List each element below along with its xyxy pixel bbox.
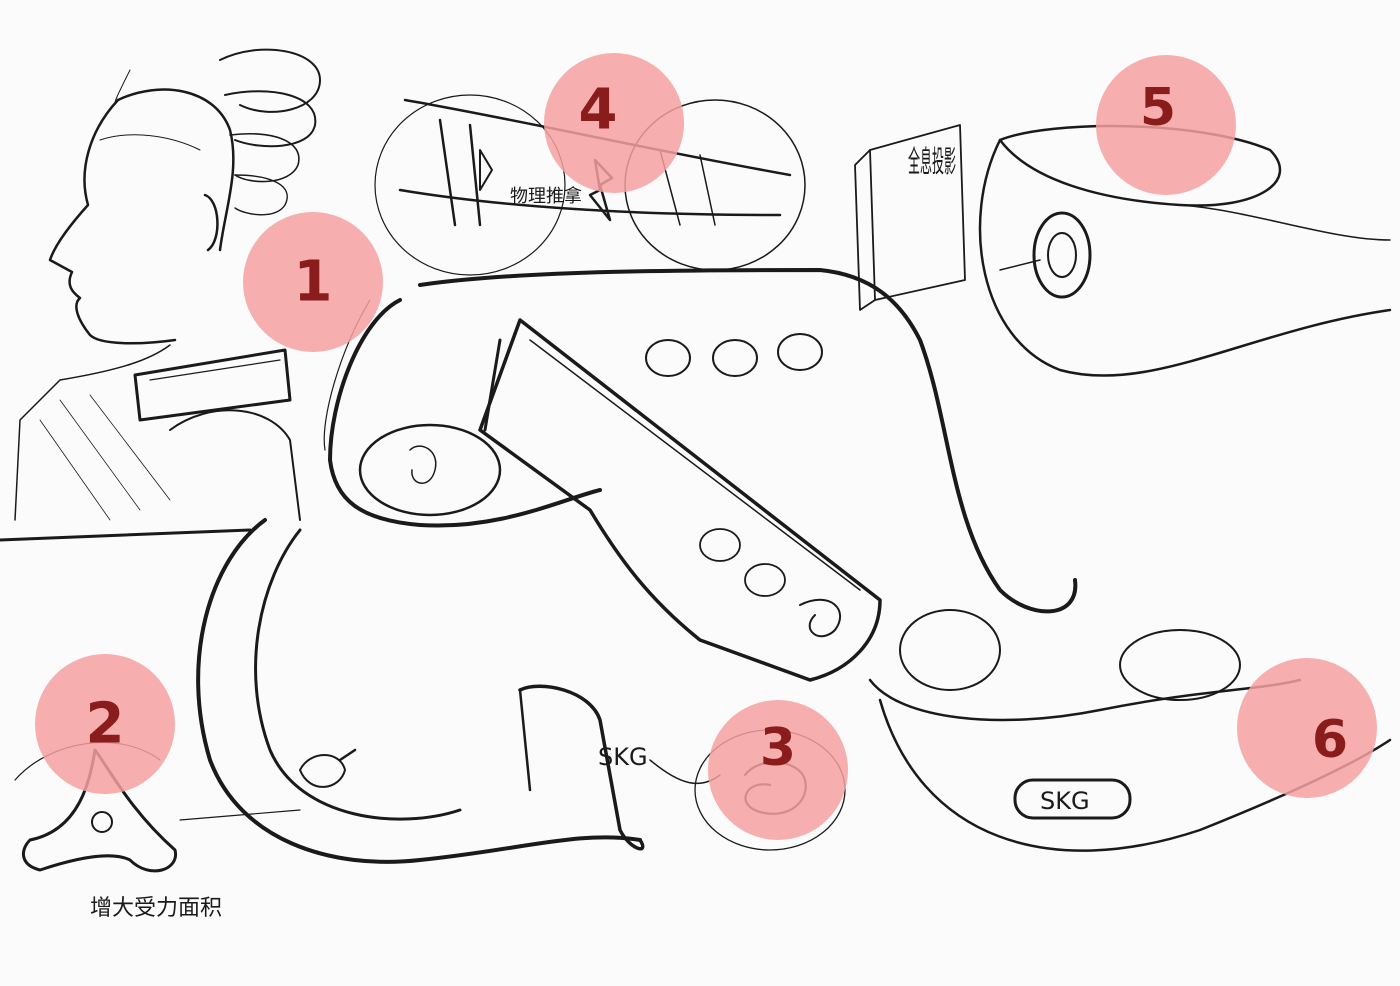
hologram-label: 全息投影 — [908, 145, 956, 180]
annotations: 全息投影 物理推拿 增大受力面积 SKG SKG — [90, 145, 1090, 921]
hologram-box-sketch — [854, 124, 966, 311]
svg-text:1: 1 — [294, 250, 333, 315]
marker-3: 3 — [708, 700, 848, 840]
neck-massager-sketch — [323, 268, 1078, 682]
brand-badge: SKG — [1040, 787, 1090, 815]
marker-1: 1 — [243, 212, 383, 352]
number-markers: 1 2 3 4 5 6 — [35, 53, 1377, 840]
physio-label: 物理推拿 — [510, 185, 582, 207]
brand-tag: SKG — [598, 743, 648, 771]
svg-text:2: 2 — [86, 692, 125, 757]
lower-band-sketch — [196, 518, 645, 864]
marker-6: 6 — [1237, 658, 1377, 798]
svg-text:3: 3 — [760, 718, 796, 778]
svg-text:4: 4 — [579, 78, 618, 143]
human-figure-sketch — [0, 48, 321, 542]
marker-4: 4 — [544, 53, 684, 193]
svg-text:5: 5 — [1140, 78, 1176, 138]
area-label: 增大受力面积 — [90, 896, 222, 921]
marker-5: 5 — [1096, 55, 1236, 195]
svg-text:6: 6 — [1312, 710, 1348, 770]
marker-2: 2 — [35, 654, 175, 794]
